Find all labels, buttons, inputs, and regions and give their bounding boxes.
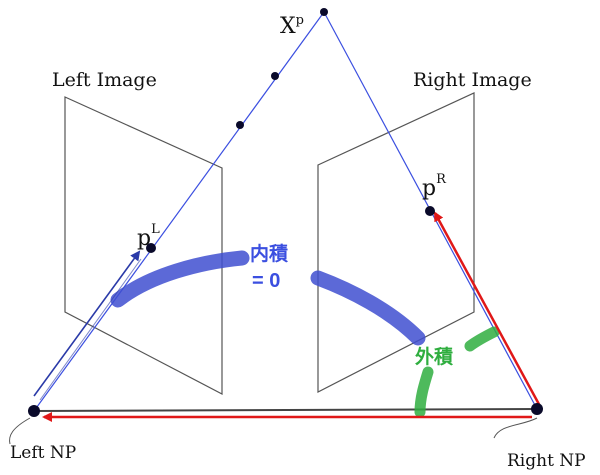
right-np-label: Right NP [507,451,586,471]
inner-product-value: = 0 [252,270,280,292]
right-image-plane [317,92,475,393]
left-nodal-point [28,405,40,417]
left-image-label: Left Image [52,69,157,91]
xp-label-base: X [280,14,296,39]
pl-label-sup: L [151,222,160,237]
outer-product-stroke-bottom [414,366,434,418]
right-image-label: Right Image [413,69,532,91]
right-ray-vector-arrow [433,211,543,409]
ray-point-1 [271,72,279,80]
left-np-label: Left NP [10,443,76,463]
outer-product-stroke-top [464,326,500,352]
left-ray-vector-arrow [33,250,141,397]
inner-product-stroke-right [310,270,426,346]
right-nodal-point [531,403,543,415]
xp-label: Xp [280,13,304,39]
left-ray-vector-arrow-shadow [39,258,142,401]
left-image-plane [64,96,223,395]
right-np-pointer [493,417,538,439]
inner-product-stroke-left [110,250,250,308]
point-pl [146,243,156,253]
pr-label-sup: R [436,172,447,187]
outer-product-label: 外積 [415,345,453,368]
pr-label-base: p [422,176,436,201]
inner-product-label: 内積 [250,242,288,265]
xp-label-sup: p [296,13,304,28]
baseline [33,408,538,412]
pr-label: pR [422,172,447,201]
point-pr [425,206,435,216]
left-np-pointer [9,417,31,445]
point-xp [320,8,328,16]
pl-label: pL [137,222,160,251]
ray-point-2 [236,121,244,129]
pl-label-base: p [137,226,151,251]
